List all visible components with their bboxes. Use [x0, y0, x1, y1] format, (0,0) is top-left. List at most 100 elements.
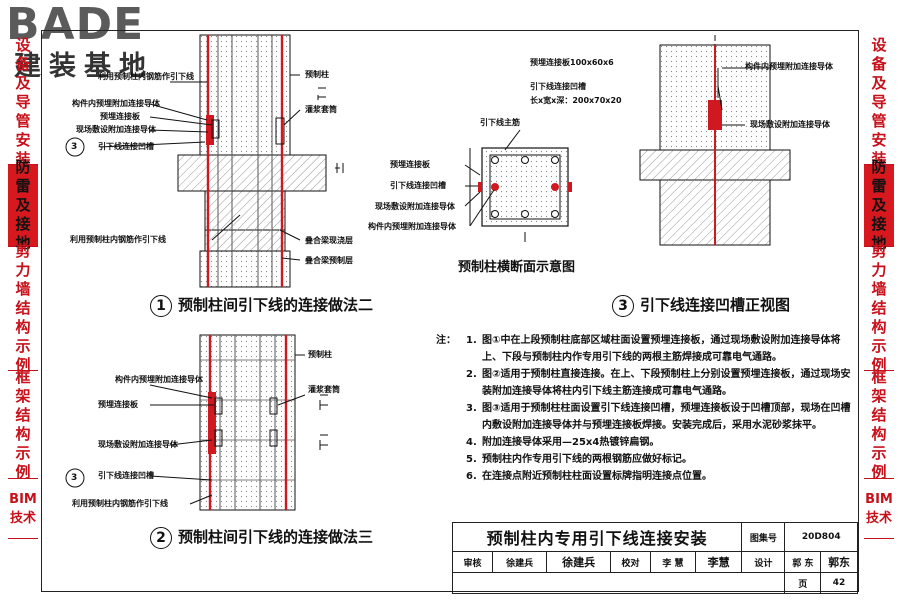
d1-label-grout: 灌浆套筒 [305, 105, 337, 114]
sec-label-plate: 预埋连接板 [390, 160, 430, 169]
sec-label-groove: 引下线连接凹槽 [390, 181, 446, 190]
note-prefix [436, 451, 466, 468]
d2-groove-callout-number: 3 [71, 473, 78, 483]
sec-label-conn-conductor: 构件内预埋附加连接导体 [368, 222, 456, 231]
d2-label-groove: 引下线连接凹槽 [98, 471, 154, 480]
title-block: 预制柱内专用引下线连接安装 图集号 20D804 审核 徐建兵 徐建兵 校对 李… [451, 522, 858, 594]
right-tab-4[interactable]: 框架结构示例 [864, 368, 894, 481]
d2-caption-text: 预制柱间引下线的连接做法三 [178, 528, 374, 546]
d2-label-site-conductor: 现场敷设附加连接导体 [98, 440, 178, 449]
note-text: 在连接点附近预制柱柱面设置标牌指明连接点位置。 [482, 471, 712, 482]
left-tab-1[interactable]: 设备及导管安装 [8, 36, 38, 168]
sec-label-main-bar: 引下线主筋 [480, 118, 520, 127]
reviewer-name: 徐建兵 [491, 551, 548, 573]
note-number: 4. [466, 437, 477, 448]
designer-signature: 郭东 [820, 551, 858, 573]
note-number: 5. [466, 454, 477, 465]
section-cut-symbols [317, 87, 344, 173]
main-bar-left [491, 183, 499, 191]
left-tab-4[interactable]: 框架结构示例 [8, 368, 38, 481]
checker-signature: 李慧 [694, 551, 743, 573]
column-lower [199, 250, 291, 288]
section-cut-symbols-2 [319, 394, 328, 450]
column-upper [199, 34, 291, 156]
right-tab-1[interactable]: 设备及导管安装 [864, 36, 894, 168]
note-prefix [436, 400, 466, 434]
diagram-2-drawing [65, 334, 328, 511]
d2-label-plate: 预埋连接板 [98, 400, 138, 409]
note-item: 6. 在连接点附近预制柱柱面设置标牌指明连接点位置。 [436, 468, 856, 485]
d1-label-site-conductor: 现场敷设附加连接导体 [76, 125, 156, 134]
note-number: 3. [466, 403, 477, 414]
d2-label-reuse: 利用预制柱内钢筋作引下线 [72, 499, 168, 508]
note-prefix [436, 366, 466, 400]
note-text: 预制柱内作专用引下线的两根钢筋应做好标记。 [482, 454, 692, 465]
d1-groove-callout-number: 3 [71, 142, 78, 152]
checker-name: 李 慧 [650, 551, 696, 573]
note-item: 3.图③适用于预制柱柱面设置引下线连接凹槽，预埋连接板设于凹槽顶部，现场在凹槽内… [436, 400, 856, 434]
d1-label-reuse: 利用预制柱内钢筋作引下线 [70, 235, 166, 244]
d3-caption-number: 3 [612, 295, 634, 317]
d2-caption-number: 2 [150, 527, 172, 549]
d1-label-reuse-top: 利用预制柱内钢筋作引下线 [98, 72, 194, 81]
note-text: 图①中在上段预制柱底部区域柱面设置预埋连接板，通过现场敷设附加连接导体将上、下段… [482, 335, 841, 363]
note-number: 2. [466, 369, 477, 380]
reviewer-signature: 徐建兵 [546, 551, 612, 573]
atlas-number: 20D804 [784, 522, 858, 552]
beam-slab [177, 154, 327, 192]
note-prefix [436, 434, 466, 451]
diagram-1-drawing [65, 34, 344, 288]
check-label: 校对 [610, 551, 651, 573]
notes-block: 注：1.图①中在上段预制柱底部区域柱面设置预埋连接板，通过现场敷设附加连接导体将… [436, 332, 856, 485]
site-conductor-left [206, 115, 214, 145]
note-text: 图②适用于预制柱直接连接。在上、下段预制柱上分别设置预埋连接板，通过现场安装附加… [482, 369, 851, 397]
left-tab-2[interactable]: 防雷及接地 [8, 158, 38, 252]
diagram-3-drawing [639, 35, 791, 246]
atlas-label: 图集号 [741, 522, 786, 552]
note-prefix [436, 468, 466, 485]
callout-circle-1 [65, 137, 85, 157]
page-number: 42 [820, 572, 858, 594]
d2-label-conn-conductor: 构件内预埋附加连接导体 [115, 375, 203, 384]
sec-caption: 预制柱横断面示意图 [458, 260, 576, 275]
review-label: 审核 [452, 551, 493, 573]
site-conductor-2 [208, 392, 216, 454]
right-tab-2[interactable]: 防雷及接地 [864, 158, 894, 252]
note-number: 1. [466, 335, 477, 346]
sec-label-site-conductor: 现场敷设附加连接导体 [375, 202, 455, 211]
d3-label-groove-2: 长x宽x深：200x70x20 [530, 96, 622, 105]
d2-label-grout: 灌浆套筒 [308, 385, 340, 394]
d1-label-column: 预制柱 [305, 70, 329, 79]
left-tab-3[interactable]: 剪力墙结构示例 [8, 242, 38, 374]
bade-logo: BADE 建装基地 [6, 2, 176, 82]
d2-caption: 2 预制柱间引下线的连接做法三 [150, 526, 373, 549]
logo-main-text: BADE [6, 0, 145, 50]
drawing-title: 预制柱内专用引下线连接安装 [451, 522, 743, 552]
d1-caption-number: 1 [150, 295, 172, 317]
d1-label-groove: 引下线连接凹槽 [98, 142, 154, 151]
note-item: 5. 预制柱内作专用引下线的两根钢筋应做好标记。 [436, 451, 856, 468]
d3-label-conn-conductor: 构件内预埋附加连接导体 [745, 62, 833, 71]
d3-label-groove-1: 引下线连接凹槽 [530, 82, 586, 91]
d1-label-plate: 预埋连接板 [100, 112, 140, 121]
page-label: 页 [784, 572, 822, 594]
note-item: 注：1.图①中在上段预制柱底部区域柱面设置预埋连接板，通过现场敷设附加连接导体将… [436, 332, 856, 366]
logo-sub-text: 建装基地 [14, 51, 154, 82]
d1-caption-text: 预制柱间引下线的连接做法二 [178, 296, 374, 314]
beam-precast [204, 190, 286, 252]
note-text: 附加连接导体采用—25x4热镀锌扁钢。 [482, 437, 660, 448]
right-tab-3[interactable]: 剪力墙结构示例 [864, 242, 894, 374]
note-item: 4. 附加连接导体采用—25x4热镀锌扁钢。 [436, 434, 856, 451]
d3-label-plate: 预埋连接板100x60x6 [530, 58, 614, 67]
drawing-frame [41, 30, 859, 592]
d1-label-beam-precast: 叠合梁预制层 [305, 256, 353, 265]
note-number: 6. [466, 471, 477, 482]
callout-circle-2 [65, 468, 85, 488]
grout-sleeve-mark [275, 117, 285, 145]
